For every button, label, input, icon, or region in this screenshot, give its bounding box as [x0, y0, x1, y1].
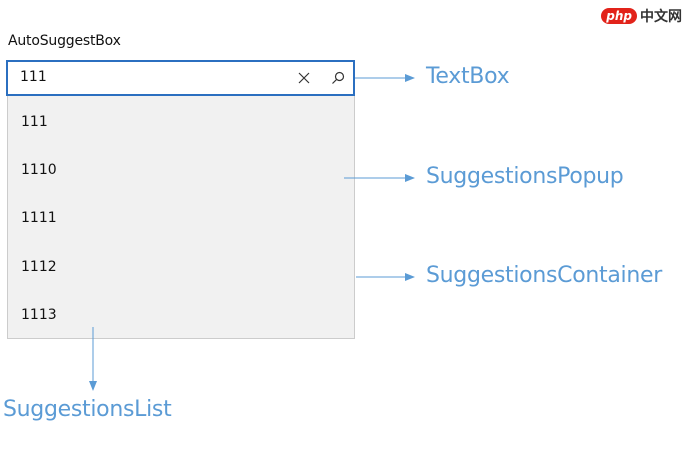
autosuggestbox-header: AutoSuggestBox [8, 33, 121, 49]
suggestion-item[interactable]: 1110 [21, 162, 57, 178]
watermark-text: 中文网 [640, 9, 682, 25]
callout-suggestions-container: SuggestionsContainer [426, 263, 662, 288]
callout-suggestions-list: SuggestionsList [3, 397, 172, 422]
watermark: php 中文网 [601, 6, 682, 26]
watermark-logo: php [601, 8, 637, 24]
autosuggest-textbox[interactable]: 111 [6, 60, 355, 96]
suggestion-item[interactable]: 1113 [21, 307, 57, 323]
textbox-value[interactable]: 111 [20, 69, 47, 85]
search-button[interactable] [328, 68, 348, 88]
clear-button[interactable] [294, 68, 314, 88]
search-icon [332, 71, 345, 84]
close-icon [298, 72, 310, 84]
suggestion-item[interactable]: 1111 [21, 210, 57, 226]
suggestions-popup: 111 1110 1111 1112 1113 [7, 96, 355, 339]
callout-suggestions-popup: SuggestionsPopup [426, 164, 624, 189]
callout-textbox: TextBox [426, 64, 510, 89]
suggestion-item[interactable]: 1112 [21, 259, 57, 275]
suggestion-item[interactable]: 111 [21, 114, 48, 130]
